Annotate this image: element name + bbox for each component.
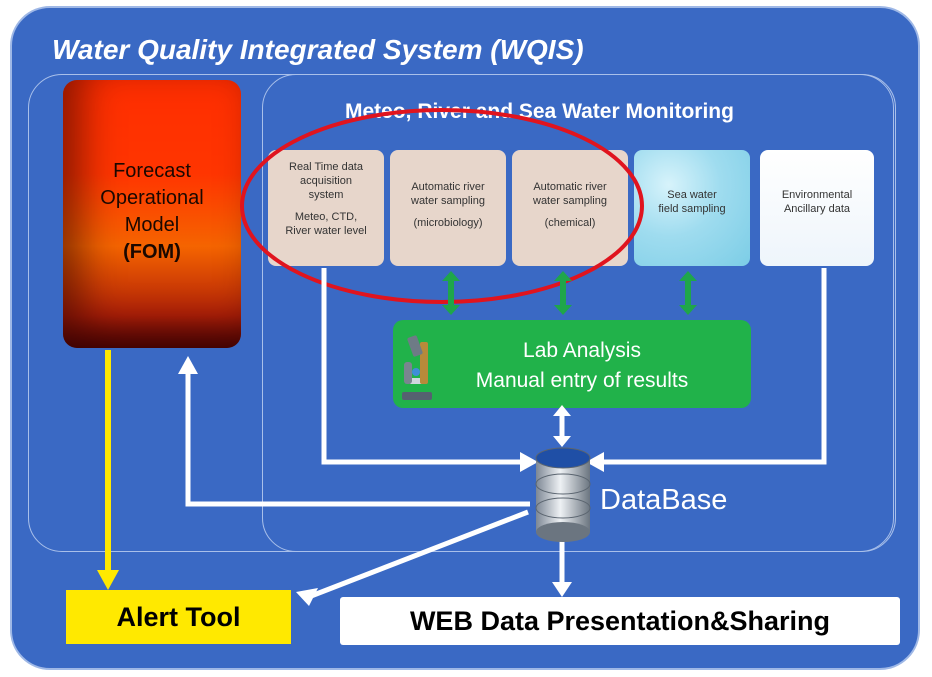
- realtime-acquisition-box: Real Time data acquisition system Meteo,…: [268, 150, 384, 266]
- box-line: system: [308, 189, 344, 201]
- web-presentation-box: WEB Data Presentation&Sharing: [340, 597, 900, 645]
- fom-line-2: Operational: [100, 187, 204, 209]
- box-line: Real Time data: [289, 161, 363, 173]
- box-sub: (chemical): [544, 217, 596, 229]
- arrowhead: [553, 405, 571, 416]
- white-arrowheads: [178, 356, 604, 606]
- arrowhead: [586, 452, 604, 472]
- arrowhead: [520, 452, 538, 472]
- database-icon: [535, 447, 591, 542]
- lab-line-2: Manual entry of results: [475, 369, 689, 392]
- box-line: Ancillary data: [783, 203, 851, 215]
- diagram-title: Water Quality Integrated System (WQIS): [52, 34, 584, 65]
- chemical-sampling-box: Automatic river water sampling (chemical…: [512, 150, 628, 266]
- fom-abbr: (FOM): [123, 241, 181, 263]
- fom-box: Forecast Operational Model (FOM): [63, 80, 241, 348]
- double-arrow-microbiology: [442, 271, 460, 315]
- monitoring-title: Meteo, River and Sea Water Monitoring: [345, 100, 734, 123]
- arrowhead: [296, 588, 318, 606]
- arrowhead: [178, 356, 198, 374]
- box-line: Automatic river: [533, 181, 607, 193]
- highlight-ellipse: [240, 108, 644, 304]
- box-sub: River water level: [285, 225, 367, 237]
- box-line: Environmental: [781, 189, 853, 201]
- green-arrows: [442, 271, 697, 315]
- database-to-alert: [305, 509, 529, 601]
- alert-tool-box: Alert Tool: [66, 590, 291, 644]
- database-label: DataBase: [600, 484, 728, 516]
- box-sub: Meteo, CTD,: [294, 211, 358, 223]
- double-arrow-sea-water: [679, 271, 697, 315]
- fom-to-alert-arrow: [97, 350, 119, 590]
- box-line: water sampling: [411, 195, 485, 207]
- realtime-to-database: [321, 268, 525, 465]
- box-line: Automatic river: [411, 181, 485, 193]
- sea-water-sampling-box: Sea water field sampling: [634, 150, 750, 266]
- box-line: acquisition: [300, 175, 352, 187]
- box-line: Sea water: [667, 189, 717, 201]
- monitoring-frame: [262, 74, 894, 552]
- fom-line-3: Model: [124, 214, 180, 236]
- lab-analysis-box: Lab Analysis Manual entry of results: [393, 320, 751, 408]
- microscope-icon: [402, 335, 432, 400]
- double-arrow-chemical: [554, 271, 572, 315]
- box-line: field sampling: [658, 203, 726, 215]
- box-sub: (microbiology): [413, 217, 483, 229]
- database-to-fom: [185, 372, 530, 507]
- white-connectors: [185, 268, 827, 601]
- ancillary-data-box: Environmental Ancillary data: [760, 150, 874, 266]
- arrowhead: [553, 436, 571, 447]
- microbiology-sampling-box: Automatic river water sampling (microbio…: [390, 150, 506, 266]
- arrowhead: [552, 582, 572, 597]
- ancillary-to-database: [600, 268, 827, 465]
- lab-line-1: Lab Analysis: [523, 339, 641, 362]
- box-line: water sampling: [533, 195, 607, 207]
- fom-line-1: Forecast: [113, 160, 191, 182]
